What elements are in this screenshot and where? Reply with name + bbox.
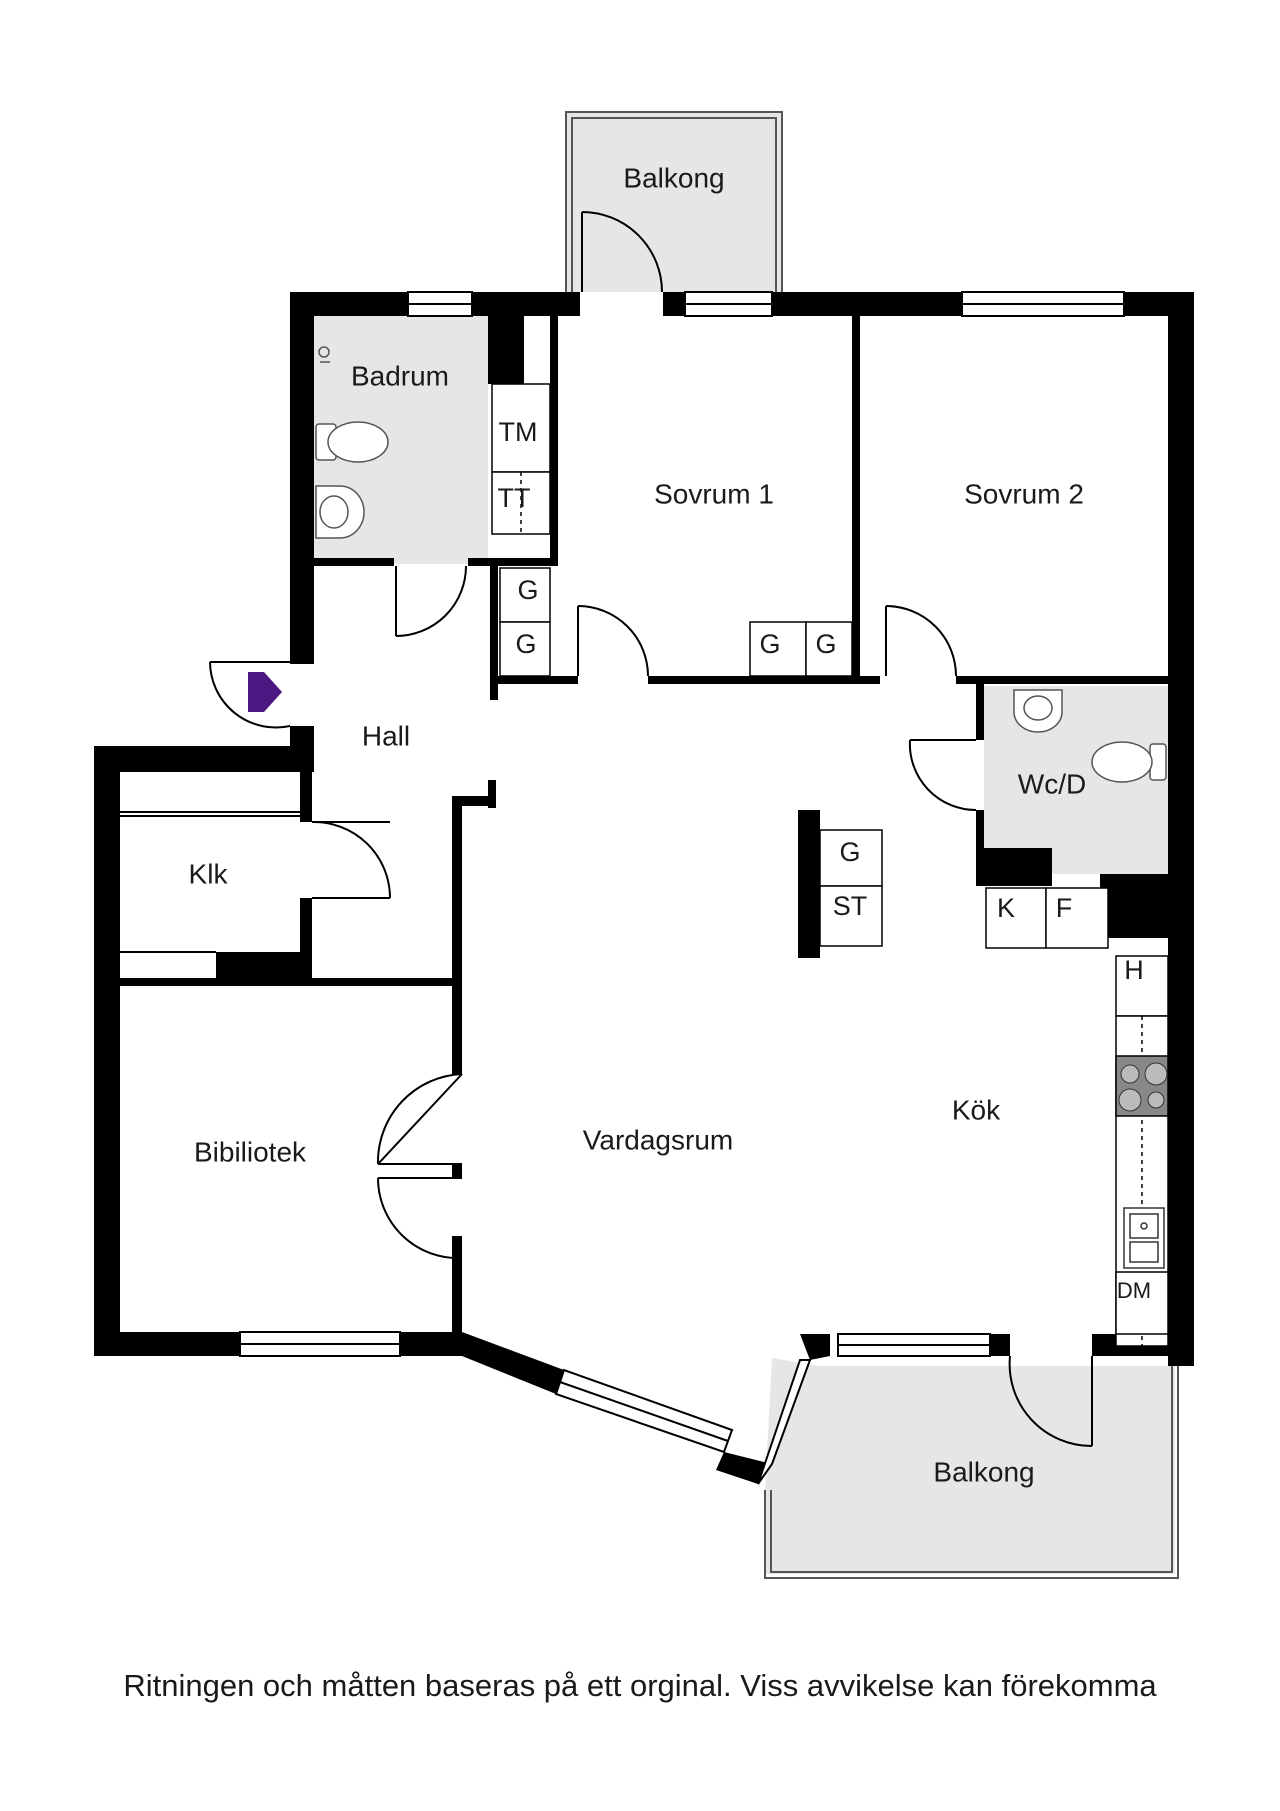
balcony-railings (565, 111, 1179, 1579)
label-kok: Kök (952, 1094, 1001, 1125)
stove-icon (1115, 1055, 1169, 1117)
label-kok-k: K (997, 893, 1015, 923)
cabinet-hall-g1 (499, 567, 551, 623)
wc-sink-icon (1013, 689, 1063, 733)
window-bay-right (757, 1359, 812, 1485)
disclaimer-text: Ritningen och måtten baseras på ett orgi… (123, 1668, 1157, 1703)
cabinets (491, 383, 1169, 1347)
label-kok-dm: DM (1117, 1278, 1151, 1303)
cabinet-sovrum1-g1 (749, 621, 807, 677)
klk-shelves (120, 811, 300, 953)
label-kok-f: F (1056, 893, 1073, 923)
cabinet-tm (491, 383, 551, 473)
walls (94, 292, 1194, 1484)
kitchen-sink-icon (1123, 1207, 1165, 1269)
cabinet-vardag-st (819, 885, 883, 947)
label-hall: Hall (362, 720, 410, 751)
label-sovrum1-g1: G (759, 629, 780, 659)
cabinet-kok-f (1045, 887, 1109, 949)
label-kok-h: H (1124, 955, 1144, 985)
label-wcd: Wc/D (1018, 768, 1086, 799)
label-sovrum1: Sovrum 1 (654, 478, 774, 509)
cabinet-kok-dm (1115, 1271, 1169, 1335)
entrance-arrow-icon (248, 672, 282, 712)
balkong-bottom-fill (765, 1358, 1175, 1574)
cabinet-sovrum1-g2 (805, 621, 853, 677)
wc-toilet-icon (1091, 741, 1167, 783)
cabinet-vardag-g (819, 829, 883, 887)
shower-icon (318, 346, 330, 363)
label-bibliotek: Bibiliotek (194, 1136, 307, 1167)
label-klk: Klk (189, 858, 229, 889)
label-balkong-top: Balkong (623, 162, 724, 193)
cabinet-hall-g2 (499, 621, 551, 677)
label-sovrum1-g2: G (815, 629, 836, 659)
label-sovrum2: Sovrum 2 (964, 478, 1084, 509)
label-hall-g2: G (515, 629, 536, 659)
label-tt: TT (498, 483, 531, 513)
cabinet-labels: TM TT G G G G G ST K F H DM (498, 417, 1152, 1303)
label-vardag-st: ST (833, 891, 868, 921)
cabinet-kok-h (1115, 955, 1169, 1017)
balkong-top-fill (566, 112, 782, 292)
label-badrum: Badrum (351, 360, 449, 391)
label-balkong-bottom: Balkong (933, 1456, 1034, 1487)
doors (209, 211, 1093, 1448)
room-fills (314, 112, 1175, 1574)
label-vardagsrum: Vardagsrum (583, 1124, 733, 1155)
label-hall-g1: G (517, 575, 538, 605)
cabinet-kok-k (985, 887, 1047, 949)
windows (239, 291, 1125, 1485)
toilet-icon (315, 421, 389, 463)
sink-icon (315, 485, 365, 539)
label-tm: TM (499, 417, 538, 447)
label-vardag-g: G (839, 837, 860, 867)
room-labels: Balkong Badrum Sovrum 1 Sovrum 2 Hall Wc… (189, 162, 1087, 1487)
